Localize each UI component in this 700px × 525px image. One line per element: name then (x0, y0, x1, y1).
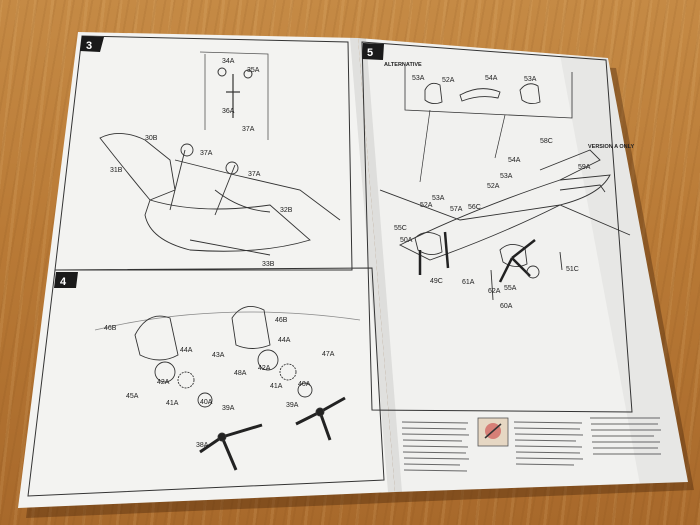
version-note: VERSION A ONLY (588, 144, 634, 150)
part-label: 56C (468, 204, 481, 211)
disclaimer-column-middle (513, 421, 584, 466)
disclaimer-column-left (401, 421, 470, 472)
step-5-panel: 5 ALTERNATIVE 53A 52A 54A 53A (361, 41, 634, 413)
part-label: 35A (247, 67, 260, 74)
warning-illustration (477, 417, 509, 447)
part-label: 54A (485, 75, 498, 82)
left-engine-assembly (134, 315, 263, 471)
step-3-number: 3 (86, 40, 92, 52)
part-label: 55C (394, 225, 407, 232)
part-label: 50A (400, 237, 413, 244)
part-label: 51C (566, 266, 579, 273)
part-label: 54A (508, 157, 521, 164)
step-3-panel: 3 34A 35A 36A 37A (54, 35, 353, 271)
step-4-number: 4 (60, 276, 67, 288)
right-engine-assembly (231, 305, 346, 441)
part-label: 37A (242, 126, 255, 133)
step-5-number: 5 (367, 47, 373, 59)
part-label: 31B (110, 167, 123, 174)
part-label: 37A (248, 171, 261, 178)
part-label: 39A (222, 405, 235, 412)
part-label: 53A (524, 76, 537, 83)
part-label: 39A (286, 402, 299, 409)
step-3-inset: 34A 35A 36A 37A (199, 51, 269, 140)
part-label: 44A (180, 347, 193, 354)
part-label: 55A (504, 285, 517, 292)
part-label: 30B (145, 135, 158, 142)
part-label: 45A (126, 393, 139, 400)
step-5-aircraft-drawing (379, 149, 631, 301)
part-label: 38A (196, 442, 209, 449)
part-label: 48A (234, 370, 247, 377)
part-label: 53A (412, 75, 425, 82)
disclaimer-block (401, 417, 661, 472)
part-label: 57A (450, 206, 463, 213)
part-label: 43A (212, 352, 225, 359)
part-label: 40A (200, 399, 213, 406)
part-label: 49C (430, 278, 443, 285)
part-label: 58C (540, 138, 553, 145)
part-label: 59A (578, 164, 591, 171)
part-label: 52A (442, 77, 455, 84)
part-label: 33B (262, 261, 275, 268)
part-label: 37A (200, 150, 213, 157)
part-label: 44A (278, 337, 291, 344)
part-label: 42A (157, 379, 170, 386)
part-label: 61A (462, 279, 475, 286)
part-label: 32B (280, 207, 293, 214)
part-label: 46B (275, 317, 288, 324)
part-label: 36A (222, 108, 235, 115)
alternative-callout: ALTERNATIVE 53A 52A 54A 53A (384, 62, 573, 183)
disclaimer-column-right (590, 417, 661, 455)
part-label: 53A (500, 173, 513, 180)
part-label: 42A (258, 365, 271, 372)
part-label: 60A (500, 303, 513, 310)
part-label: 62A (488, 288, 501, 295)
part-label: 53A (432, 195, 445, 202)
step-3-aircraft-drawing (99, 133, 341, 256)
part-label: 40A (298, 381, 311, 388)
step-4-panel: 4 46B 44A 43A 42A 45A 41A 40A 39A 38A (27, 267, 385, 497)
right-page (358, 38, 688, 492)
part-label: 34A (222, 58, 235, 65)
part-label: 52A (487, 183, 500, 190)
part-label: 52A (420, 202, 433, 209)
alternative-title: ALTERNATIVE (384, 62, 422, 68)
part-label: 41A (270, 383, 283, 390)
part-label: 41A (166, 400, 179, 407)
part-label: 47A (322, 351, 335, 358)
part-label: 46B (104, 325, 117, 332)
